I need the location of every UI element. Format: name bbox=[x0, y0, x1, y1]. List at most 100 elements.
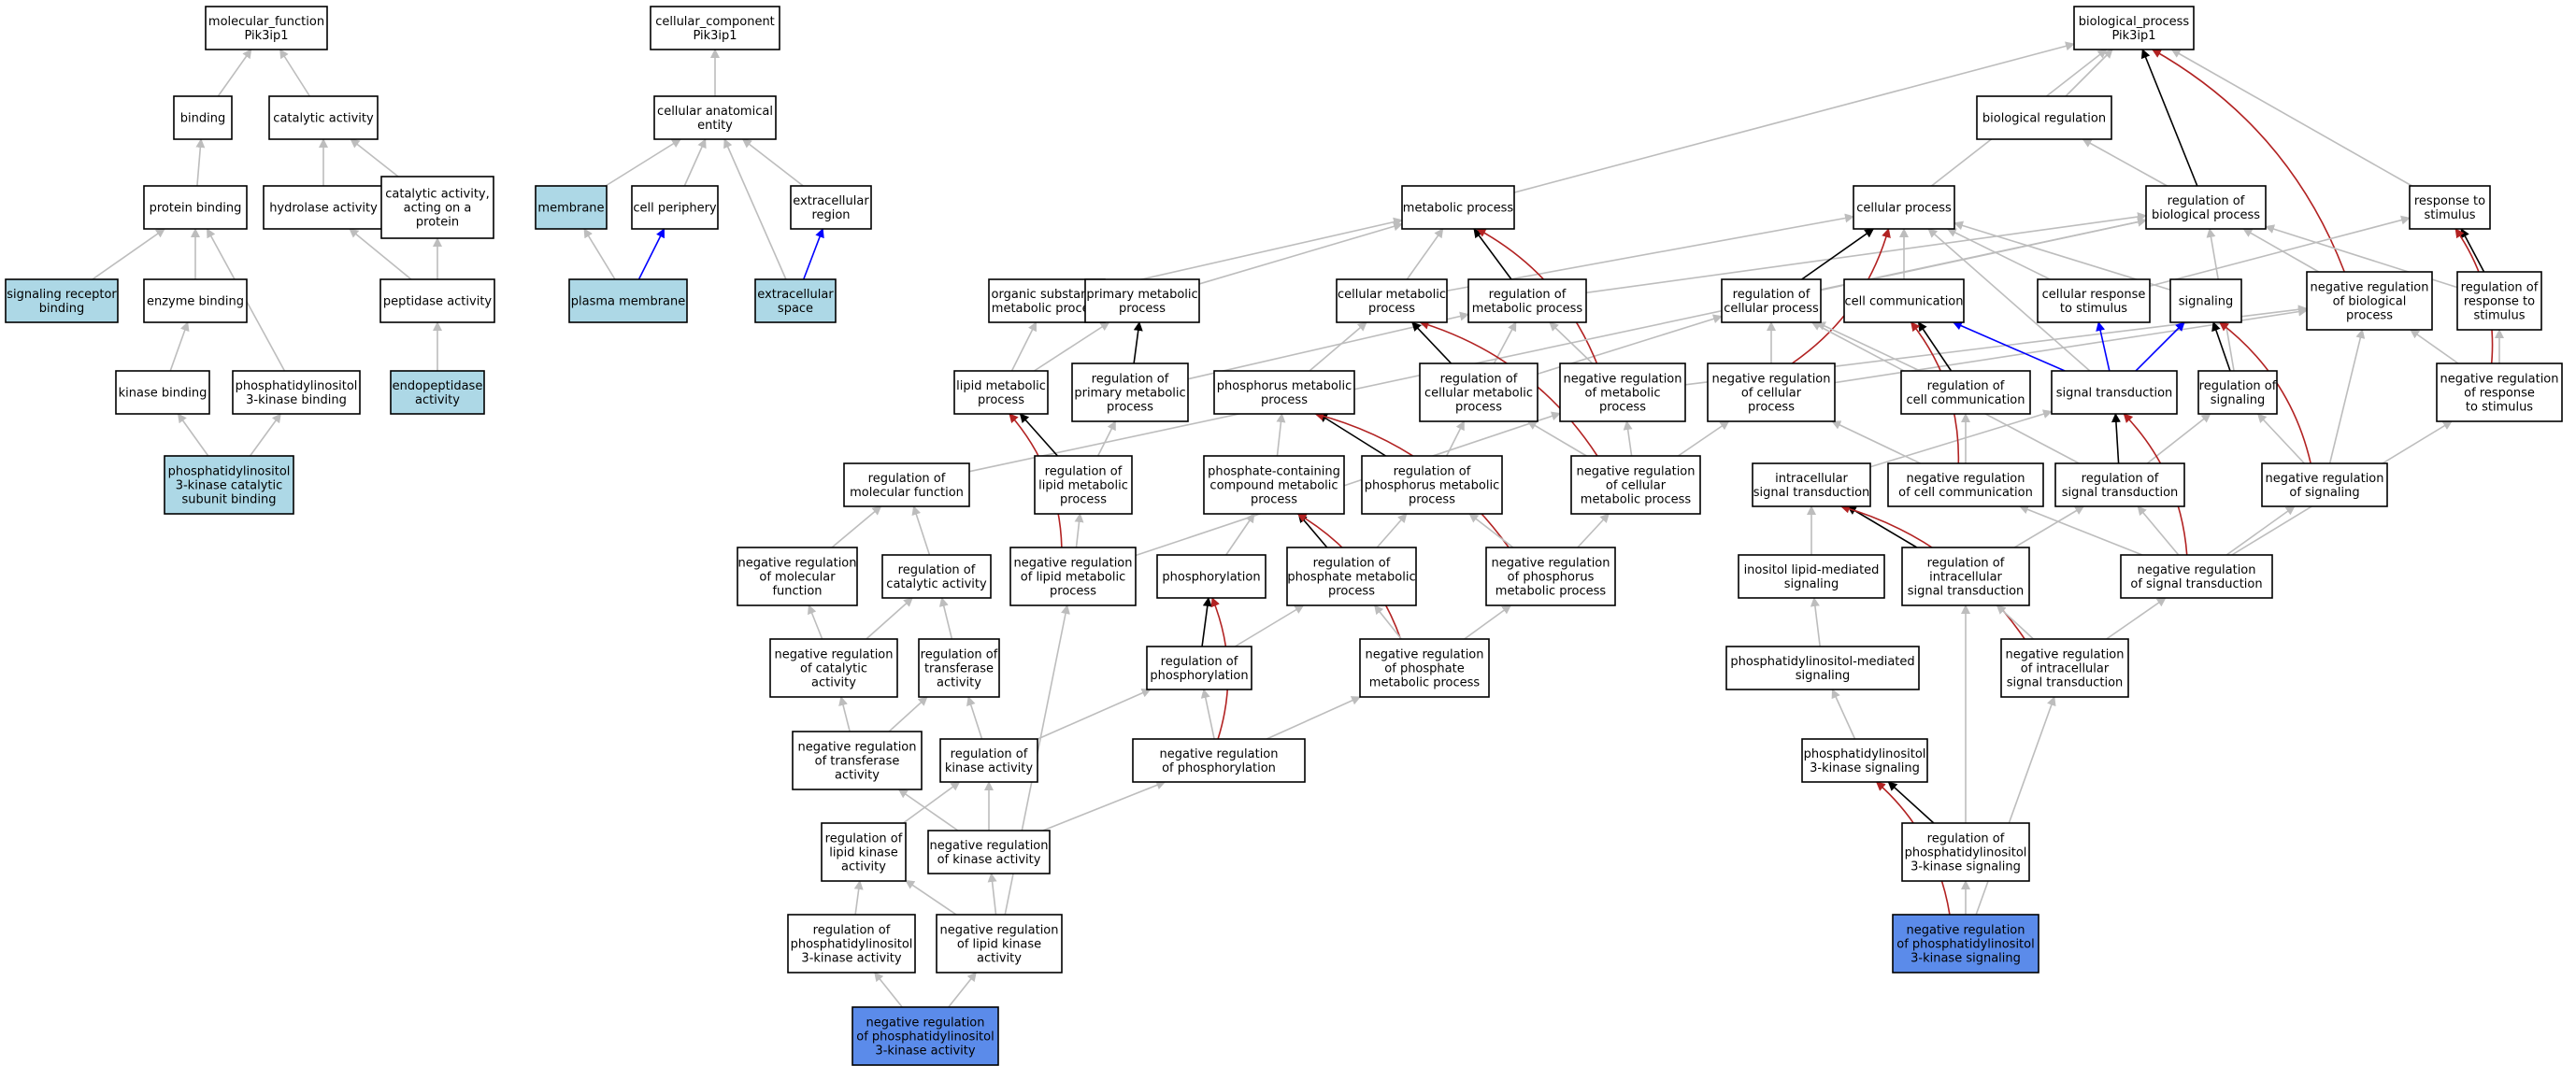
go-term-node[interactable]: metabolic process bbox=[1401, 185, 1515, 230]
go-term-node[interactable]: catalytic activity bbox=[268, 95, 379, 140]
edge-line bbox=[1096, 420, 1117, 457]
edge-line bbox=[888, 696, 928, 732]
node-label: 3-kinase signaling bbox=[1911, 860, 2021, 874]
edge-line bbox=[853, 880, 864, 916]
go-term-node[interactable]: kinase binding bbox=[115, 370, 210, 415]
go-term-node[interactable]: cell periphery bbox=[631, 185, 719, 230]
go-term-node[interactable]: regulation ofphosphatidylinositol3-kinas… bbox=[1901, 822, 2030, 882]
node-label: compound metabolic bbox=[1209, 479, 1338, 493]
go-term-node[interactable]: signal transduction bbox=[2051, 370, 2178, 415]
edge-line bbox=[2256, 413, 2305, 464]
go-term-node[interactable]: enzyme binding bbox=[143, 278, 248, 323]
node-box bbox=[1361, 455, 1503, 515]
go-term-node[interactable]: biological regulation bbox=[1976, 95, 2112, 140]
node-box bbox=[2261, 462, 2388, 507]
node-label: cell communication bbox=[1906, 393, 2025, 407]
node-label: metabolic process bbox=[1496, 585, 1607, 599]
edge-is-a bbox=[195, 138, 206, 187]
node-label: 3-kinase signaling bbox=[1810, 761, 1920, 775]
go-term-node[interactable]: cellular process bbox=[1853, 185, 1955, 230]
go-term-node[interactable]: signaling bbox=[2169, 278, 2242, 323]
go-term-node[interactable]: hydrolase activity bbox=[263, 185, 384, 230]
go-term-node[interactable]: plasma membrane bbox=[568, 278, 688, 323]
go-term-node[interactable]: protein binding bbox=[143, 185, 248, 230]
edge-is-a bbox=[874, 972, 903, 1008]
go-term-node[interactable]: phosphorylation bbox=[1156, 554, 1267, 599]
node-label: of signaling bbox=[2289, 486, 2359, 500]
edge-line bbox=[966, 696, 983, 740]
edge-line bbox=[968, 217, 2147, 473]
edge-line bbox=[92, 228, 165, 280]
go-term-node[interactable]: membrane bbox=[535, 185, 608, 230]
go-term-node[interactable]: regulation ofphosphatidylinositol3-kinas… bbox=[787, 914, 916, 974]
edge-line bbox=[217, 49, 252, 97]
go-term-node[interactable]: peptidase activity bbox=[379, 278, 495, 323]
go-term-node[interactable]: binding bbox=[173, 95, 233, 140]
edge-line bbox=[1946, 228, 2051, 280]
go-term-node[interactable]: cell communication bbox=[1843, 278, 1965, 323]
node-label: lipid kinase bbox=[829, 846, 898, 860]
